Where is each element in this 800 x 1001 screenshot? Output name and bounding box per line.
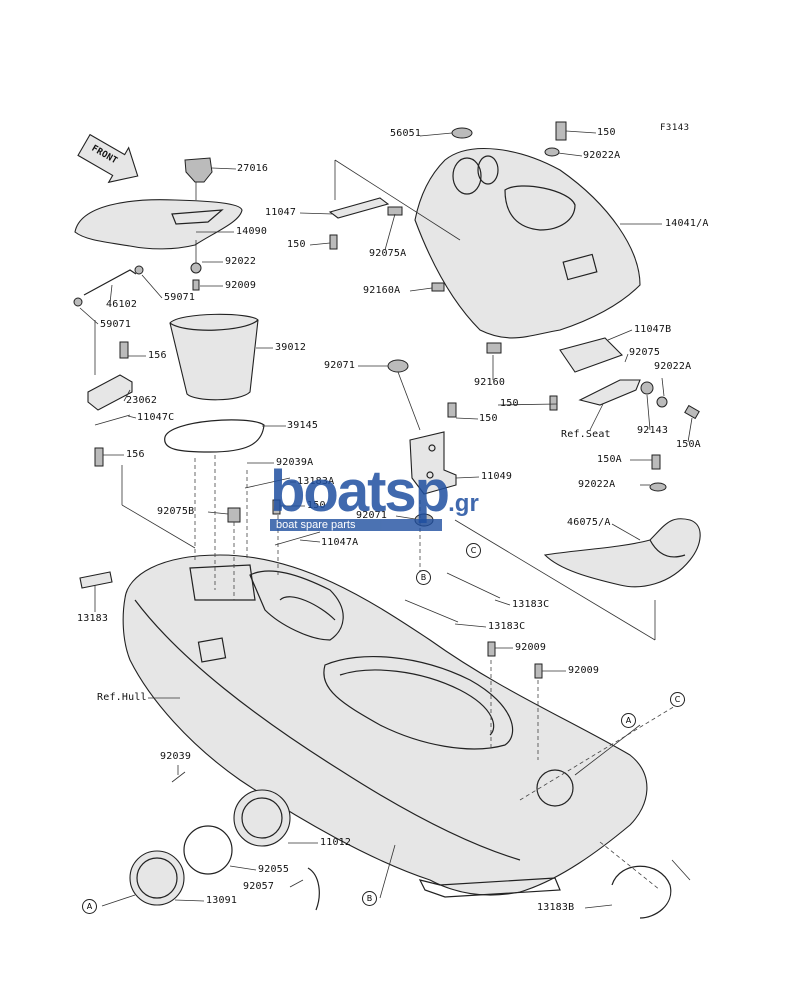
- part-number-label: 13183C: [512, 599, 550, 610]
- part-number-label: 13183C: [488, 621, 526, 632]
- watermark-suffix: .gr: [448, 490, 479, 517]
- part-number-label: 92039: [160, 751, 192, 762]
- part-number-label: 11047A: [321, 537, 359, 548]
- part-number-label: 92009: [568, 665, 600, 676]
- part-number-label: 39145: [287, 420, 319, 431]
- storage-bucket-drawing: [169, 313, 259, 401]
- hull-drawing: [122, 554, 648, 898]
- part-number-label: Ref.Seat: [561, 429, 611, 440]
- part-number-label: 150: [307, 500, 326, 511]
- part-number-label: 92160: [474, 377, 506, 388]
- part-number-label: 156: [148, 350, 167, 361]
- part-number-label: 11047B: [634, 324, 672, 335]
- part-number-label: 13091: [206, 895, 238, 906]
- part-number-label: 39012: [275, 342, 307, 353]
- deck-cover-drawing: [414, 148, 641, 339]
- part-number-label: 92022: [225, 256, 257, 267]
- callout-a: A: [621, 713, 636, 728]
- part-number-label: 14041/A: [665, 218, 709, 229]
- part-number-label: 11012: [320, 837, 352, 848]
- part-number-label: 13183A: [297, 476, 335, 487]
- part-number-label: 13183: [77, 613, 109, 624]
- part-number-label: 92055: [258, 864, 290, 875]
- part-number-label: 46075/A: [567, 517, 611, 528]
- inspection-cover-drawing: [129, 789, 291, 906]
- part-number-label: 11047: [265, 207, 297, 218]
- part-number-label: 14090: [236, 226, 268, 237]
- part-number-label: 92071: [356, 510, 388, 521]
- part-number-label: 56051: [390, 128, 422, 139]
- part-number-label: 92071: [324, 360, 356, 371]
- part-number-label: 59071: [164, 292, 196, 303]
- callout-b: B: [362, 891, 377, 906]
- part-number-label: 92075: [629, 347, 661, 358]
- watermark-brand: boatsp: [270, 459, 450, 524]
- part-number-label: 13183B: [537, 902, 575, 913]
- part-number-label: 46102: [106, 299, 138, 310]
- part-number-label: Ref.Hull: [97, 692, 147, 703]
- part-number-label: 11049: [481, 471, 513, 482]
- watermark: boatsp.gr boat spare parts: [270, 458, 479, 531]
- part-number-label: 23062: [126, 395, 158, 406]
- part-number-label: 150A: [597, 454, 622, 465]
- part-number-label: 150: [287, 239, 306, 250]
- callout-a: A: [82, 899, 97, 914]
- part-number-label: 92022A: [654, 361, 692, 372]
- front-arrow: [77, 133, 139, 184]
- grab-handle-drawing: [543, 518, 701, 588]
- part-number-label: 59071: [100, 319, 132, 330]
- part-number-label: 92075A: [369, 248, 407, 259]
- part-number-label: 11047C: [137, 412, 175, 423]
- part-number-label: 92039A: [276, 457, 314, 468]
- part-number-label: 150: [597, 127, 616, 138]
- part-number-label: 92075B: [157, 506, 195, 517]
- part-number-label: 150: [479, 413, 498, 424]
- part-number-label: 150: [500, 398, 519, 409]
- callout-b: B: [416, 570, 431, 585]
- watermark-tagline: boat spare parts: [270, 519, 442, 531]
- part-number-label: 92009: [515, 642, 547, 653]
- callout-c: C: [466, 543, 481, 558]
- part-number-label: 150A: [676, 439, 701, 450]
- part-number-label: 92022A: [583, 150, 621, 161]
- part-number-label: 92022A: [578, 479, 616, 490]
- part-number-label: 92143: [637, 425, 669, 436]
- part-number-label: 27016: [237, 163, 269, 174]
- part-number-label: 92009: [225, 280, 257, 291]
- callout-c: C: [670, 692, 685, 707]
- part-number-label: 92057: [243, 881, 275, 892]
- diagram-code: F3143: [660, 123, 690, 133]
- part-number-label: 156: [126, 449, 145, 460]
- seat-drawing: [74, 157, 243, 250]
- part-number-label: 92160A: [363, 285, 401, 296]
